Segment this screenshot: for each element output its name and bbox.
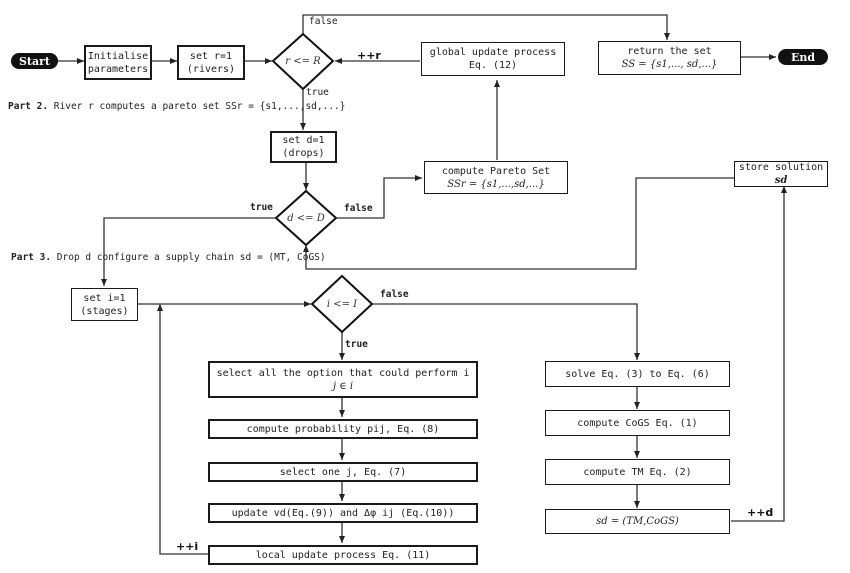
set-d-box: set d=1 (drops) xyxy=(270,131,337,163)
decision-i-false-label: false xyxy=(380,289,409,300)
part3-text: Drop d configure a supply chain sd = (MT… xyxy=(56,252,326,263)
compute-probability-box: compute probability pij, Eq. (8) xyxy=(208,419,478,439)
decision-r: r <= R xyxy=(285,55,321,67)
edge-decd-pareto xyxy=(336,175,422,219)
select-all-line2: j ∈ i xyxy=(332,380,354,392)
edge-decd-seti xyxy=(101,217,276,286)
compute-probability-text: compute probability pij, Eq. (8) xyxy=(246,423,440,435)
select-one-text: select one j, Eq. (7) xyxy=(279,466,407,478)
decision-i-shape xyxy=(310,274,374,334)
store-solution-line2: sd xyxy=(774,175,788,186)
edge-decr-false xyxy=(302,14,670,40)
edge-local-loop xyxy=(157,304,208,555)
decision-i: i <= I xyxy=(326,298,358,310)
compute-tm-box: compute TM Eq. (2) xyxy=(545,459,730,485)
set-r-line2: (rivers) xyxy=(186,63,236,75)
compute-cogs-text: compute CoGS Eq. (1) xyxy=(577,417,698,429)
global-update-line1: global update process xyxy=(429,47,557,58)
compute-pareto-line1: compute Pareto Set xyxy=(441,165,551,177)
part3-caption: Part 3. Drop d configure a supply chain … xyxy=(11,252,326,263)
select-one-box: select one j, Eq. (7) xyxy=(208,462,478,482)
global-update-box: global update process Eq. (12) xyxy=(421,42,565,76)
compute-tm-text: compute TM Eq. (2) xyxy=(583,466,692,478)
local-update-box: local update process Eq. (11) xyxy=(208,545,478,565)
select-all-line1: select all the option that could perform… xyxy=(216,367,470,379)
set-d-line1: set d=1 xyxy=(282,135,325,146)
initialise-line2: parameters xyxy=(87,63,149,75)
store-solution-box: store solution sd xyxy=(734,161,828,187)
compute-cogs-box: compute CoGS Eq. (1) xyxy=(545,410,730,436)
decision-r-false-label: false xyxy=(309,16,338,27)
initialise-line1: Initialise xyxy=(87,50,149,62)
edge-deci-solve xyxy=(372,303,640,360)
decision-i-true-label: true xyxy=(345,339,368,350)
part3-label: Part 3. xyxy=(11,252,52,263)
start-terminal: Start xyxy=(11,53,58,69)
update-v-text: update vd(Eq.(9)) and Δφ ij (Eq.(10)) xyxy=(231,507,455,519)
part2-label: Part 2. xyxy=(8,101,49,112)
set-i-line1: set i=1 xyxy=(83,292,126,304)
increment-d-label: ++d xyxy=(747,506,774,519)
compute-pareto-box: compute Pareto Set SSr = {s1,...,sd,...} xyxy=(424,161,568,194)
edge-sd-store xyxy=(731,186,787,522)
part2-caption: Part 2. River r computes a pareto set SS… xyxy=(8,101,345,112)
decision-r-shape xyxy=(271,32,335,91)
return-set-line2: SS = {s1,..., sd,...} xyxy=(621,59,718,70)
local-update-text: local update process Eq. (11) xyxy=(255,549,431,561)
increment-r-label: ++r xyxy=(357,49,381,62)
initialise-parameters-box: Initialise parameters xyxy=(84,45,152,80)
sd-assign-box: sd = (TM,CoGS) xyxy=(545,509,730,534)
decision-d-false-label: false xyxy=(344,203,373,214)
set-r-line1: set r=1 xyxy=(189,50,233,62)
set-i-line2: (stages) xyxy=(80,305,129,317)
decision-d: d <= D xyxy=(287,212,325,224)
return-set-line1: return the set xyxy=(627,46,712,57)
increment-i-label: ++i xyxy=(176,540,199,553)
end-terminal: End xyxy=(778,49,828,65)
solve-eq-box: solve Eq. (3) to Eq. (6) xyxy=(545,361,730,387)
edge-store-decd xyxy=(303,177,734,270)
decision-d-true-label: true xyxy=(250,202,273,213)
update-v-box: update vd(Eq.(9)) and Δφ ij (Eq.(10)) xyxy=(208,503,478,523)
decision-r-true-label: true xyxy=(306,87,329,98)
solve-eq-text: solve Eq. (3) to Eq. (6) xyxy=(565,368,710,380)
return-set-box: return the set SS = {s1,..., sd,...} xyxy=(598,41,741,75)
compute-pareto-line2: SSr = {s1,...,sd,...} xyxy=(447,178,545,190)
global-update-line2: Eq. (12) xyxy=(468,60,518,71)
select-all-options-box: select all the option that could perform… xyxy=(208,361,478,398)
part2-text: River r computes a pareto set SSr = {s1,… xyxy=(53,101,346,112)
sd-assign-text: sd = (TM,CoGS) xyxy=(596,516,679,527)
decision-d-shape xyxy=(274,189,338,247)
set-d-line2: (drops) xyxy=(282,148,325,159)
set-r-box: set r=1 (rivers) xyxy=(177,45,245,80)
store-solution-line1: store solution xyxy=(738,162,824,173)
set-i-box: set i=1 (stages) xyxy=(71,288,138,321)
